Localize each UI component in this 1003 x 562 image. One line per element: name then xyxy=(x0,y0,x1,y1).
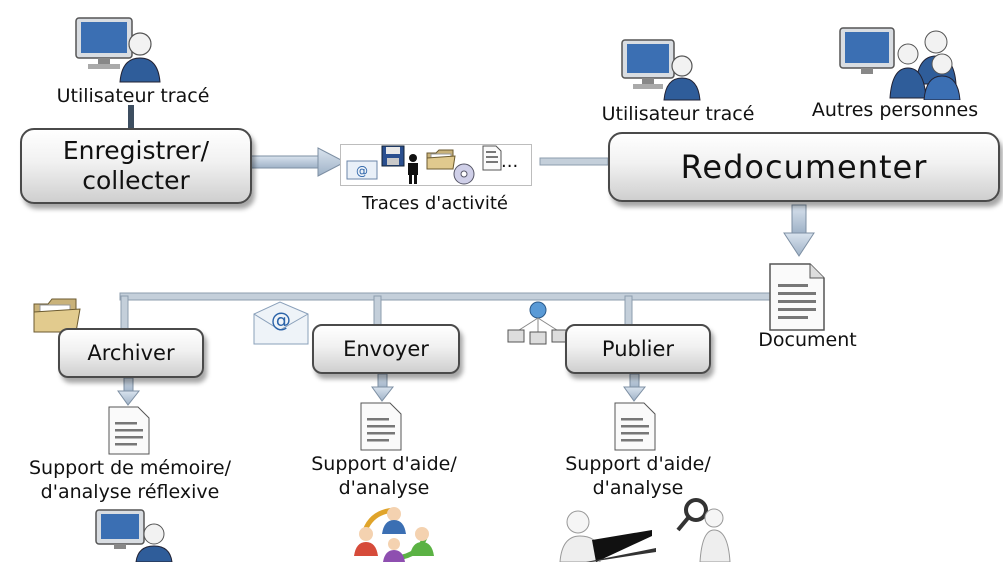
traces-box: @ ... xyxy=(340,144,532,186)
laptop-user-icon xyxy=(559,510,656,562)
svg-text:@: @ xyxy=(356,164,368,178)
computer-user-icon xyxy=(75,17,161,83)
cd-disc-icon xyxy=(453,163,475,185)
document-icon xyxy=(769,263,825,331)
email-envelope-icon: @ xyxy=(346,160,378,180)
record-collect-box: Enregistrer/ collecter xyxy=(20,128,252,204)
people-cycle-icon xyxy=(354,507,434,562)
others-caption: Autres personnes xyxy=(811,99,979,121)
email-envelope-icon: @ xyxy=(253,301,309,345)
person-icon xyxy=(408,154,418,184)
archive-box: Archiver xyxy=(58,328,204,378)
computer-user-icon xyxy=(95,509,173,562)
archive-caption-line2: d'analyse réflexive xyxy=(40,481,220,503)
document-icon xyxy=(482,145,502,171)
publish-caption-line1: Support d'aide/ xyxy=(565,453,711,475)
document-icon xyxy=(614,402,656,451)
publish-box: Publier xyxy=(565,324,711,374)
send-caption-line1: Support d'aide/ xyxy=(311,453,457,475)
user-right-caption: Utilisateur tracé xyxy=(601,103,755,125)
publish-caption-line2: d'analyse xyxy=(592,477,684,499)
network-icon xyxy=(507,301,569,345)
document-caption: Document xyxy=(758,329,857,351)
send-caption-line2: d'analyse xyxy=(338,477,430,499)
send-box: Envoyer xyxy=(312,324,460,374)
magnifier-person-icon xyxy=(676,498,731,562)
folder-icon xyxy=(426,149,456,170)
redocumenter-box: Redocumenter xyxy=(608,132,1000,202)
archive-caption-line1: Support de mémoire/ xyxy=(28,457,232,479)
document-icon xyxy=(360,402,402,451)
group-users-icon xyxy=(839,27,961,100)
user-left-caption: Utilisateur tracé xyxy=(56,85,210,107)
traces-ellipsis: ... xyxy=(501,151,519,172)
floppy-disk-icon xyxy=(381,145,405,167)
traces-caption: Traces d'activité xyxy=(362,193,508,214)
svg-text:@: @ xyxy=(271,308,291,332)
folder-icon xyxy=(33,298,81,333)
document-icon xyxy=(108,406,150,455)
computer-user-icon xyxy=(621,39,701,101)
